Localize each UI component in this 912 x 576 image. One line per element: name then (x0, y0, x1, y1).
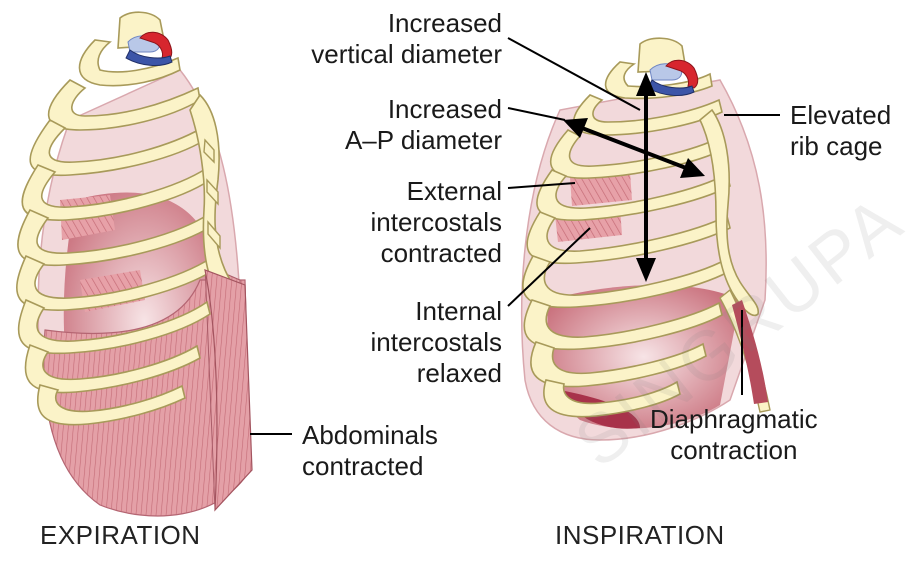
label-line: Diaphragmatic (650, 404, 818, 435)
label-line: A–P diameter (345, 125, 502, 156)
label-line: relaxed (371, 358, 503, 389)
label-line: Elevated (790, 100, 891, 131)
caption-expiration: EXPIRATION (40, 520, 201, 551)
label-line: intercostals (371, 207, 503, 238)
caption-inspiration: INSPIRATION (555, 520, 725, 551)
ap-diameter-leader (508, 108, 565, 120)
vessels-right-icon (648, 60, 698, 95)
label-external-intercostals: External intercostals contracted (371, 176, 503, 269)
label-ap-diameter: Increased A–P diameter (345, 94, 502, 156)
label-line: contraction (650, 435, 818, 466)
label-line: External (371, 176, 503, 207)
label-diaphragmatic-contraction: Diaphragmatic contraction (650, 404, 818, 466)
expiration-rib-cage (17, 12, 252, 516)
label-line: rib cage (790, 131, 891, 162)
label-elevated-rib-cage: Elevated rib cage (790, 100, 891, 162)
label-line: intercostals (371, 327, 503, 358)
label-line: contracted (371, 238, 503, 269)
label-line: Increased (311, 8, 502, 39)
label-line: Increased (345, 94, 502, 125)
label-vertical-diameter: Increased vertical diameter (311, 8, 502, 70)
label-line: Internal (371, 296, 503, 327)
label-line: vertical diameter (311, 39, 502, 70)
label-line: Abdominals (302, 420, 438, 451)
label-internal-intercostals: Internal intercostals relaxed (371, 296, 503, 389)
label-line: contracted (302, 451, 438, 482)
label-abdominals-contracted: Abdominals contracted (302, 420, 438, 482)
